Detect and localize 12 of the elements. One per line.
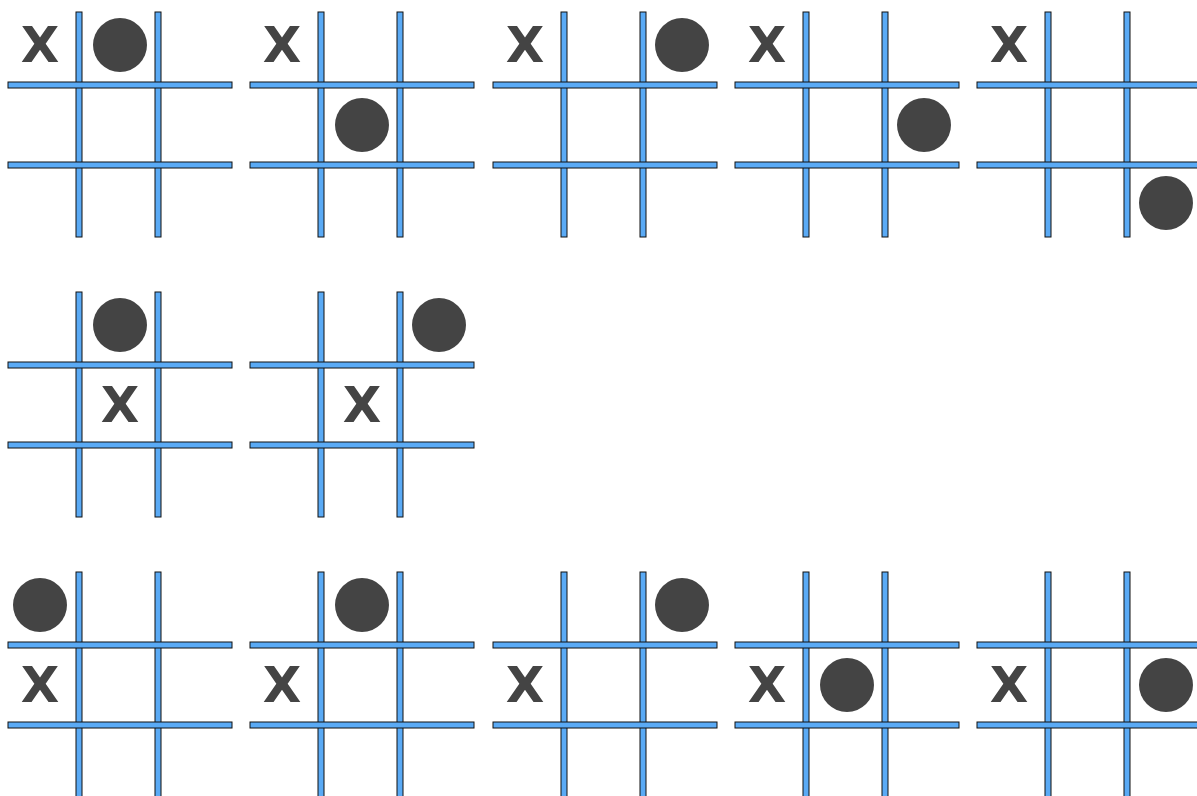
x-mark: X [989,660,1029,710]
x-mark: X [505,660,545,710]
x-mark: X [100,380,140,430]
x-mark: X [262,660,302,710]
x-mark: X [747,660,787,710]
x-mark: X [747,20,787,70]
x-mark: X [20,660,60,710]
x-mark: X [505,20,545,70]
x-mark: X [262,20,302,70]
x-mark: X [20,20,60,70]
x-mark: X [342,380,382,430]
x-mark: X [989,20,1029,70]
